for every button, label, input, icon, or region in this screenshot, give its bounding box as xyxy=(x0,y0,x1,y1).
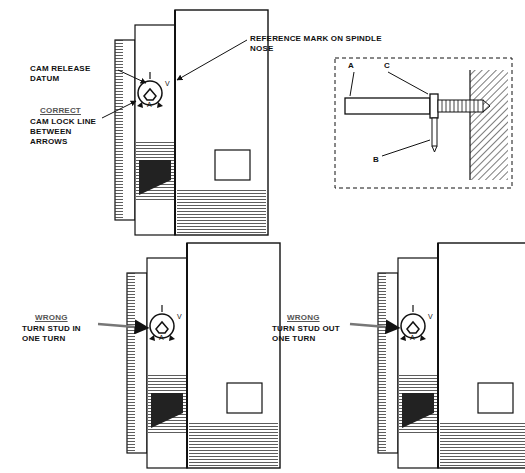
status-label: CORRECT xyxy=(40,106,100,116)
callout-text: TURN STUD IN ONE TURN xyxy=(22,324,97,344)
part-letter: B xyxy=(373,155,383,165)
cam-mark: V xyxy=(165,79,175,89)
cam-mark: A xyxy=(147,100,157,110)
cam-mark: V xyxy=(428,312,438,322)
callout-text: TURN STUD OUT ONE TURN xyxy=(272,324,348,344)
status-label: WRONG xyxy=(35,313,95,323)
status-label: WRONG xyxy=(287,313,347,323)
callout-text: CAM LOCK LINE BETWEEN ARROWS xyxy=(30,117,105,147)
part-letter: A xyxy=(348,61,358,71)
cam-mark: A xyxy=(159,333,169,343)
cam-mark: V xyxy=(177,312,187,322)
part-letter: C xyxy=(384,61,394,71)
cam-mark: A xyxy=(410,333,420,343)
callout-text: REFERENCE MARK ON SPINDLE NOSE xyxy=(250,34,400,54)
callout-text: CAM RELEASE DATUM xyxy=(30,64,120,84)
